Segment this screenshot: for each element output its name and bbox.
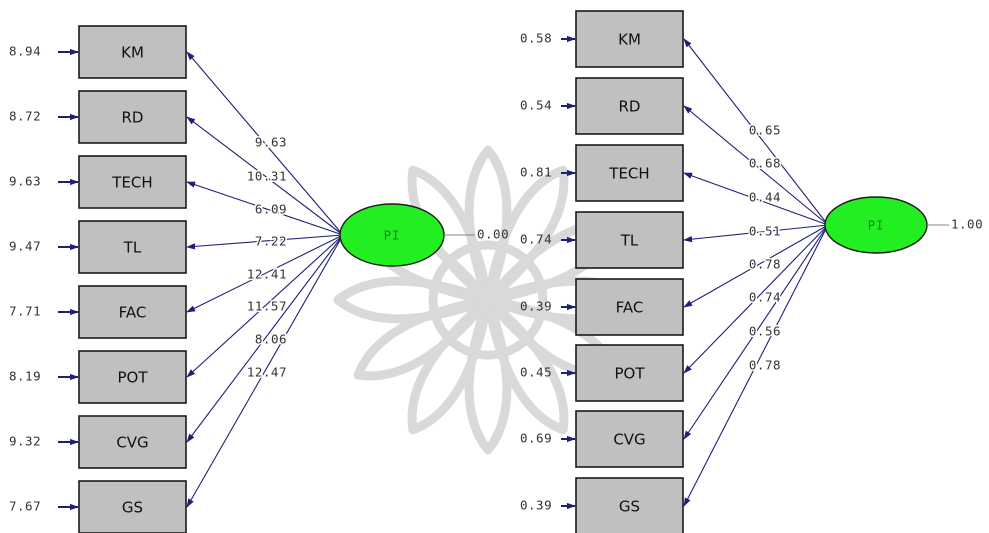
indicator-box-rd xyxy=(575,77,684,135)
loading-path-rd xyxy=(186,116,344,236)
indicator-label-tl: TL xyxy=(123,239,142,257)
error-value-cvg: 0.69 xyxy=(520,431,552,446)
error-value-km: 8.94 xyxy=(9,44,41,59)
error-value-rd: 0.54 xyxy=(520,98,552,113)
indicator-label-pot: POT xyxy=(614,365,645,383)
indicator-label-cvg: CVG xyxy=(116,434,148,452)
model-right: KM0.58RD0.54TECH0.81TL0.74FAC0.39POT0.45… xyxy=(520,10,983,533)
loading-path-pot xyxy=(683,224,829,374)
indicator-box-tech xyxy=(575,144,684,202)
indicator-label-pot: POT xyxy=(117,369,148,387)
loading-path-km xyxy=(683,38,829,226)
loading-path-km xyxy=(186,51,344,236)
loading-path-gs xyxy=(186,234,344,508)
indicator-box-fac xyxy=(575,278,684,336)
indicator-label-fac: FAC xyxy=(119,304,147,322)
indicator-box-gs xyxy=(575,477,684,533)
loading-path-tech xyxy=(186,181,344,236)
indicator-box-pot xyxy=(575,344,684,402)
indicator-box-tl xyxy=(575,211,684,269)
loading-value-cvg: 8.06 xyxy=(255,332,287,347)
loading-value-tl: 7.22 xyxy=(255,234,287,249)
loading-path-rd xyxy=(683,105,829,226)
error-value-cvg: 9.32 xyxy=(9,434,41,449)
loading-value-km: 9.63 xyxy=(255,135,287,150)
indicator-box-cvg xyxy=(575,410,684,468)
error-value-km: 0.58 xyxy=(520,31,552,46)
indicator-label-fac: FAC xyxy=(616,299,644,317)
watermark-logo xyxy=(333,145,643,455)
loading-value-rd: 0.68 xyxy=(749,156,781,171)
indicator-box-tech xyxy=(78,155,187,209)
loading-value-tl: 0.51 xyxy=(749,224,781,239)
loading-value-km: 0.65 xyxy=(749,123,781,138)
error-value-gs: 0.39 xyxy=(520,498,552,513)
indicator-box-fac xyxy=(78,285,187,339)
indicator-label-tech: TECH xyxy=(608,165,649,183)
error-value-tech: 0.81 xyxy=(520,165,552,180)
latent-variance-value: 0.00 xyxy=(477,227,509,242)
loading-value-cvg: 0.56 xyxy=(749,324,781,339)
indicator-box-rd xyxy=(78,90,187,144)
indicator-box-gs xyxy=(78,480,187,533)
loading-path-gs xyxy=(683,224,829,507)
error-value-pot: 8.19 xyxy=(9,369,41,384)
indicator-box-pot xyxy=(78,350,187,404)
indicator-label-tech: TECH xyxy=(111,174,152,192)
loading-value-pot: 0.74 xyxy=(749,290,781,305)
indicator-label-rd: RD xyxy=(619,98,641,116)
indicator-label-rd: RD xyxy=(122,109,144,127)
indicator-box-km xyxy=(575,10,684,68)
error-value-tl: 9.47 xyxy=(9,239,41,254)
error-value-fac: 7.71 xyxy=(9,304,41,319)
loading-value-gs: 0.78 xyxy=(749,358,781,373)
latent-pi-label: PI xyxy=(868,219,884,233)
error-value-pot: 0.45 xyxy=(520,365,552,380)
loading-value-pot: 11.57 xyxy=(247,299,287,314)
watermark-ring xyxy=(428,240,548,360)
loading-path-cvg xyxy=(683,224,829,440)
indicator-label-km: KM xyxy=(121,44,144,62)
loading-path-pot xyxy=(186,234,344,378)
loading-value-tech: 6.09 xyxy=(255,202,287,217)
loading-value-tech: 0.44 xyxy=(749,190,781,205)
loading-path-fac xyxy=(683,224,829,308)
loading-path-fac xyxy=(186,234,344,313)
error-value-fac: 0.39 xyxy=(520,299,552,314)
indicator-box-km xyxy=(78,25,187,79)
loading-path-tl xyxy=(186,234,344,250)
loading-path-tl xyxy=(683,224,829,243)
indicator-box-tl xyxy=(78,220,187,274)
indicator-label-gs: GS xyxy=(619,498,640,516)
indicator-box-cvg xyxy=(78,415,187,469)
indicator-label-gs: GS xyxy=(122,499,143,517)
latent-pi-label: PI xyxy=(384,229,400,243)
loading-path-cvg xyxy=(186,234,344,443)
loading-value-fac: 12.41 xyxy=(247,267,287,282)
error-value-gs: 7.67 xyxy=(9,499,41,514)
loading-value-rd: 10.31 xyxy=(247,169,287,184)
latent-variance-value: 1.00 xyxy=(951,217,983,232)
indicator-label-tl: TL xyxy=(620,232,639,250)
loading-value-fac: 0.78 xyxy=(749,257,781,272)
loading-value-gs: 12.47 xyxy=(247,365,287,380)
loading-path-tech xyxy=(683,172,829,226)
error-value-tech: 9.63 xyxy=(9,174,41,189)
error-value-rd: 8.72 xyxy=(9,109,41,124)
indicator-label-cvg: CVG xyxy=(613,431,645,449)
indicator-label-km: KM xyxy=(618,31,641,49)
error-value-tl: 0.74 xyxy=(520,232,552,247)
